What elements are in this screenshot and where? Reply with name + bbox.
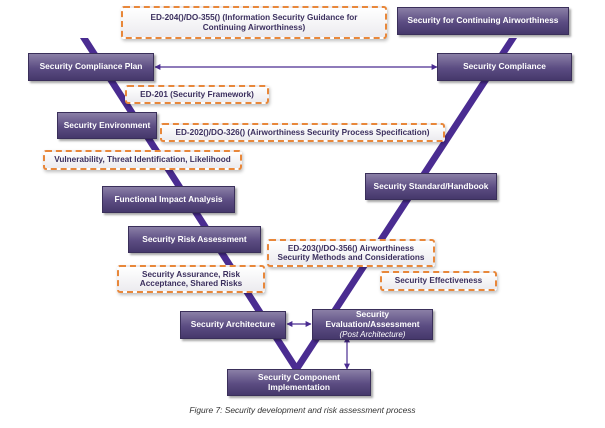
security-component-implementation-label-1: Security Component (258, 371, 340, 382)
figure-caption: Figure 7: Security development and risk … (189, 405, 416, 415)
security-continuing-airworthiness-box: Security for Continuing Airworthiness (397, 7, 569, 35)
ed204-guidance-label-2: Continuing Airworthiness) (202, 22, 306, 32)
security-evaluation-label: Security Evaluation/Assessment (325, 309, 420, 329)
ed201-framework-box: ED-201 (Security Framework) (125, 85, 269, 104)
security-risk-assessment-box: Security Risk Assessment (128, 226, 261, 253)
security-evaluation-sublabel: (Post Architecture) (339, 329, 406, 339)
security-environment-box: Security Environment (57, 112, 157, 139)
security-standard-handbook-label: Security Standard/Handbook (373, 180, 489, 191)
vulnerability-threat-box: Vulnerability, Threat Identification, Li… (43, 150, 242, 170)
security-risk-assessment-label: Security Risk Assessment (142, 233, 247, 244)
ed202-process-specification-box: ED-202()/DO-326() (Airworthiness Securit… (160, 123, 445, 142)
security-effectiveness-label: Security Effectiveness (394, 276, 483, 286)
security-compliance-label: Security Compliance (463, 61, 546, 72)
ed204-guidance-label-1: ED-204()/DO-355() (Information Security … (150, 13, 358, 23)
security-architecture-box: Security Architecture (180, 311, 286, 339)
ed201-framework-label: ED-201 (Security Framework) (140, 89, 254, 99)
ed203-methods-label-2: Security Methods and Considerations (277, 253, 425, 262)
security-architecture-label: Security Architecture (190, 319, 276, 330)
security-evaluation-box: Security Evaluation/Assessment (Post Arc… (312, 309, 433, 340)
functional-impact-analysis-label: Functional Impact Analysis (114, 193, 223, 204)
security-compliance-box: Security Compliance (437, 53, 572, 81)
security-assurance-label-1: Security Assurance, Risk (142, 269, 240, 279)
ed204-guidance-box: ED-204()/DO-355() (Information Security … (121, 6, 387, 39)
security-compliance-plan-box: Security Compliance Plan (28, 53, 154, 81)
functional-impact-analysis-box: Functional Impact Analysis (102, 186, 235, 213)
ed203-methods-box: ED-203()/DO-356() Airworthiness Security… (267, 239, 435, 267)
security-component-implementation-box: Security Component Implementation (227, 369, 371, 396)
ed203-methods-label-1: ED-203()/DO-356() Airworthiness (287, 243, 415, 253)
security-environment-label: Security Environment (63, 119, 151, 130)
vulnerability-threat-label: Vulnerability, Threat Identification, Li… (54, 155, 231, 165)
security-effectiveness-box: Security Effectiveness (380, 271, 497, 291)
security-compliance-plan-label: Security Compliance Plan (39, 61, 143, 72)
security-assurance-box: Security Assurance, Risk Acceptance, Sha… (117, 265, 265, 293)
security-component-implementation-label-2: Implementation (268, 381, 330, 392)
ed202-process-specification-label: ED-202()/DO-326() (Airworthiness Securit… (175, 127, 430, 137)
security-standard-handbook-box: Security Standard/Handbook (365, 173, 497, 200)
security-continuing-airworthiness-label: Security for Continuing Airworthiness (407, 15, 559, 26)
v-right-arm (292, 38, 517, 370)
security-assurance-label-2: Acceptance, Shared Risks (139, 279, 243, 288)
